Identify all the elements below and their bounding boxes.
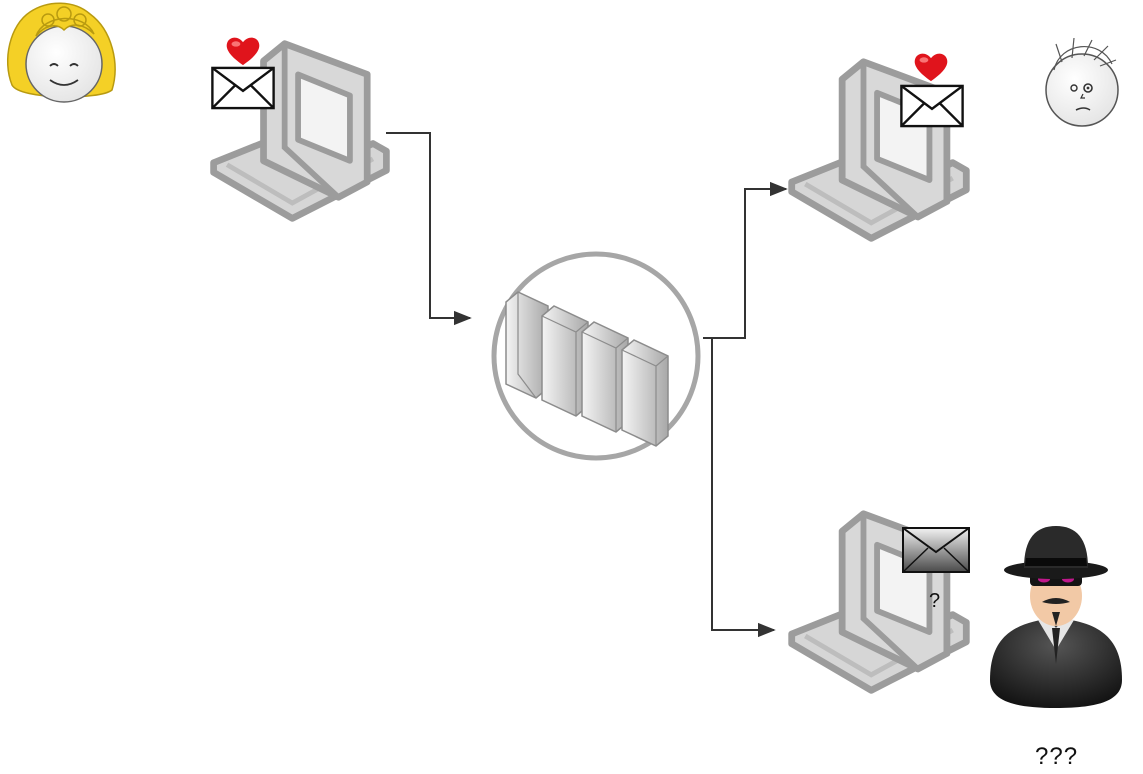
server-cluster-icon xyxy=(491,251,701,461)
recipient-laptop xyxy=(792,53,967,239)
unknown-marker: ? xyxy=(929,590,941,612)
sender-laptop xyxy=(211,37,386,219)
heart-icon xyxy=(226,37,260,66)
love-letter-icon xyxy=(900,84,964,128)
connector-server-to-recipient xyxy=(703,181,788,339)
love-letter-icon xyxy=(211,66,275,110)
dark-envelope-icon xyxy=(902,527,970,573)
boy-face-icon xyxy=(1045,37,1119,127)
connector-sender-to-server xyxy=(386,132,472,326)
spy-icon xyxy=(990,526,1122,708)
intercept-laptop xyxy=(792,514,970,691)
heart-icon xyxy=(914,53,948,82)
girl-face-icon xyxy=(6,2,116,103)
connector-server-to-intercept xyxy=(711,338,776,638)
eavesdropper-label: ??? xyxy=(1035,743,1079,770)
